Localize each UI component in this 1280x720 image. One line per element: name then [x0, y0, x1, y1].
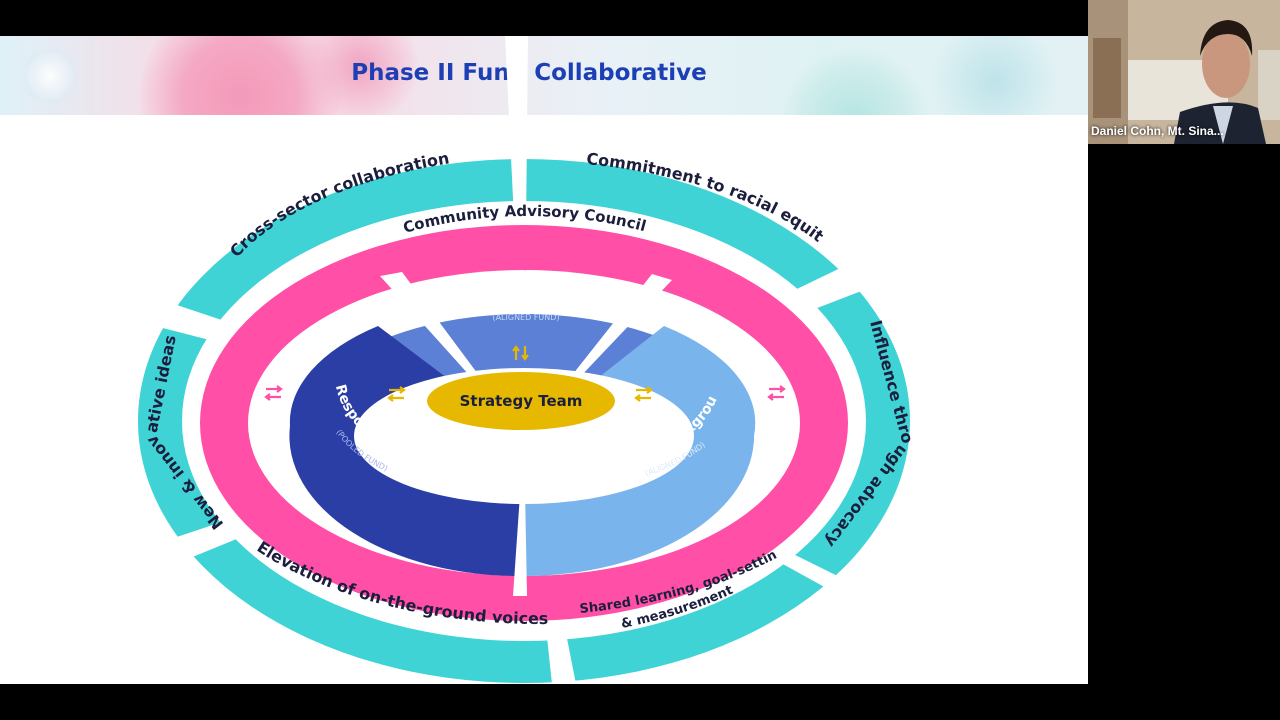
- slide-title: Phase II Fund Collaborative: [351, 60, 707, 86]
- label-adaptation-sub: (ALIGNED FUND): [492, 313, 559, 322]
- label-strategy-team: Strategy Team: [460, 392, 583, 410]
- arrow-icon: [512, 255, 529, 271]
- arrow-icon: [512, 345, 529, 361]
- arrow-icon: [264, 385, 283, 401]
- strategy-team-ellipse: [427, 372, 615, 430]
- presentation-slide: Phase II Fund Collaborative: [0, 36, 1088, 684]
- collaborative-diagram: Cross-sector collaboration Commitment to…: [0, 36, 1040, 684]
- segment-gap: [513, 436, 527, 596]
- participant-shirt: [1213, 106, 1233, 144]
- virus-illustration: [300, 36, 420, 115]
- background-window: [1258, 50, 1280, 120]
- video-frame: [1088, 0, 1280, 144]
- pink-arrows: [264, 255, 786, 401]
- arrow-icon: [767, 385, 786, 401]
- participant-hair: [1200, 20, 1253, 56]
- title-banner: Phase II Fund Collaborative: [0, 36, 1088, 115]
- gold-arrows: [387, 345, 653, 402]
- arrow-icon: [387, 386, 406, 402]
- participant-face: [1202, 30, 1250, 98]
- background-furniture: [1093, 38, 1121, 118]
- virus-illustration: [930, 36, 1060, 115]
- virus-illustration: [20, 46, 80, 106]
- participant-name: Daniel Cohn, Mt. Sina...: [1091, 124, 1224, 138]
- arrow-icon: [634, 386, 653, 402]
- participant-video[interactable]: Daniel Cohn, Mt. Sina...: [1088, 0, 1280, 144]
